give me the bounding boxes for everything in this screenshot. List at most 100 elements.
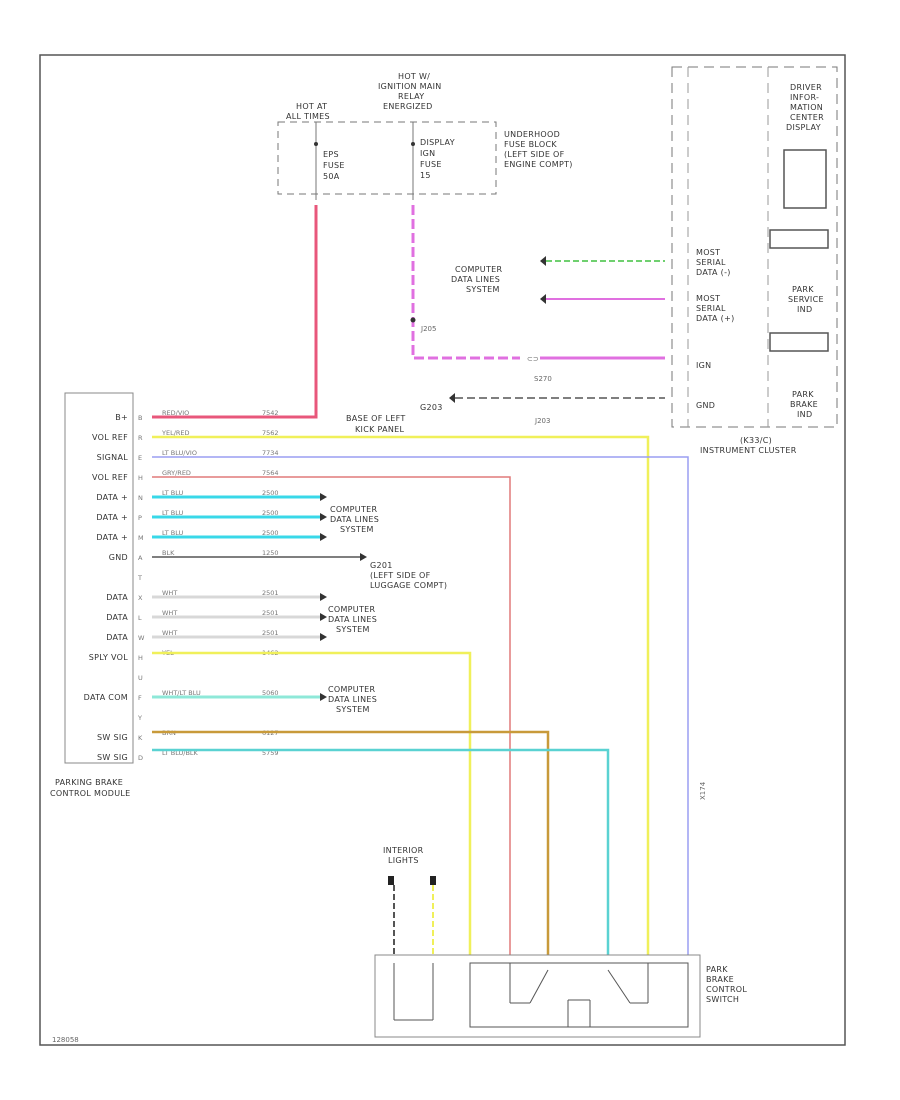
wire-circuit-label: 2500 — [262, 529, 279, 537]
x174-label: X174 — [699, 781, 707, 800]
wire-color-label: LT BLU — [162, 509, 184, 517]
wire-color-label: WHT/LT BLU — [162, 689, 201, 697]
module-pin-letter: E — [138, 454, 142, 462]
wire-arrow — [320, 493, 327, 501]
lt-blu-vio-wire — [152, 456, 689, 955]
interior-lights-connector-2 — [430, 876, 436, 885]
dic-display-box — [783, 149, 827, 209]
wire-circuit-label: 1250 — [262, 549, 279, 557]
module-pin-name: B+ — [115, 413, 128, 422]
module-pin-letter: N — [138, 494, 143, 502]
module-pin-letter: F — [138, 694, 142, 702]
wire-color-label: LT BLU/BLK — [162, 749, 199, 757]
wire-circuit-label: 2500 — [262, 489, 279, 497]
wire-arrow — [320, 513, 327, 521]
wire-arrow — [320, 693, 327, 701]
module-pin-letter: D — [138, 754, 143, 762]
wire-arrow — [320, 533, 327, 541]
park-brake-bulb — [769, 332, 829, 352]
wire-circuit-label: 2501 — [262, 589, 279, 597]
module-pin-name: SPLY VOL — [89, 653, 128, 662]
wire-circuit-label: 7562 — [262, 429, 279, 437]
module-pin-letter: A — [138, 554, 143, 562]
module-pin-name: DATA + — [96, 493, 128, 502]
module-pin-letter: W — [138, 634, 145, 642]
data-lines-arrow-top — [540, 256, 546, 266]
data-lines-arrow-bottom — [540, 294, 546, 304]
module-pin-name: DATA + — [96, 533, 128, 542]
module-pin-name: VOL REF — [92, 473, 128, 482]
module-pin-name: DATA — [106, 593, 128, 602]
s270-label: S270 — [534, 375, 552, 383]
module-pin-letter: U — [138, 674, 143, 682]
wire-circuit-label: 5759 — [262, 749, 279, 757]
module-pin-name: GND — [109, 553, 128, 562]
module-pin-name: SW SIG — [97, 733, 128, 742]
instrument-cluster-label: (K33/C)INSTRUMENT CLUSTER — [700, 436, 797, 455]
wire-circuit-label: 2500 — [262, 509, 279, 517]
ign-splice-glyph: ⊂⊃ — [527, 355, 539, 363]
park-brake-switch-box — [374, 954, 701, 1038]
yel-red-wire — [152, 435, 650, 955]
wire-circuit-label: 5060 — [262, 689, 279, 697]
module-pin-letter: X — [138, 594, 143, 602]
module-box — [64, 392, 134, 764]
module-pin-letter: L — [138, 614, 142, 622]
b-plus-wire — [152, 205, 318, 419]
wire-color-label: WHT — [162, 629, 177, 637]
module-pin-name: VOL REF — [92, 433, 128, 442]
wire-color-label: RED/VIO — [162, 409, 189, 417]
instrument-cluster-outline — [671, 66, 838, 428]
gry-red-wire — [152, 476, 511, 955]
wire-circuit-label: 7734 — [262, 449, 279, 457]
wire-color-label: WHT — [162, 589, 177, 597]
outer-frame — [39, 54, 846, 1046]
wire-color-label: LT BLU — [162, 489, 184, 497]
module-pin-name: SIGNAL — [97, 453, 129, 462]
module-pin-letter: P — [138, 514, 142, 522]
cluster-gnd-arrow — [449, 393, 455, 403]
wire-color-label: YEL/RED — [161, 429, 190, 437]
module-pin-letter: T — [137, 574, 142, 582]
module-pin-letter: B — [138, 414, 142, 422]
wire-color-label: BLK — [162, 549, 175, 557]
wire-arrow — [360, 553, 367, 561]
module-pin-name: SW SIG — [97, 753, 128, 762]
j205-label: J205 — [420, 325, 436, 333]
module-pin-letter: Y — [137, 714, 142, 722]
wire-arrow — [320, 593, 327, 601]
module-pin-name: DATA — [106, 613, 128, 622]
cluster-gnd-label: GND — [696, 401, 715, 410]
wire-color-label: GRY/RED — [162, 469, 191, 477]
module-pin-letter: H — [138, 654, 143, 662]
module-pin-name: DATA + — [96, 513, 128, 522]
fuse-block-outline — [277, 121, 497, 195]
yel-wire — [152, 651, 472, 955]
wire-color-label: LT BLU/VIO — [162, 449, 197, 457]
j205-node — [410, 317, 416, 323]
j203-label: J203 — [534, 417, 550, 425]
module-pin-letter: R — [138, 434, 143, 442]
wire-circuit-label: 7542 — [262, 409, 279, 417]
lt-blu-blk-wire — [152, 748, 610, 955]
ign-label: IGN — [696, 361, 711, 370]
park-service-bulb — [769, 229, 829, 249]
